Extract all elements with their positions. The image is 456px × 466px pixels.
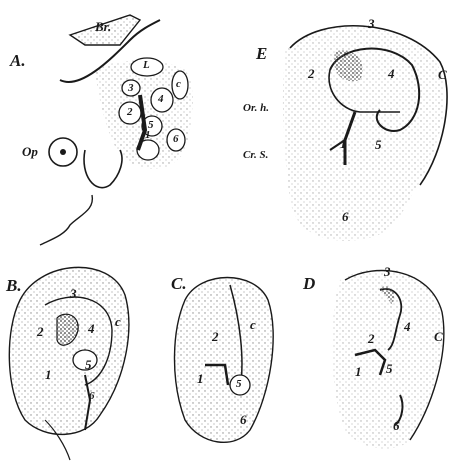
panel-e-orh-label: Or. h. xyxy=(243,103,269,114)
panel-e-letter: E xyxy=(256,45,267,62)
panel-a-3-label: 3 xyxy=(128,83,134,94)
panel-a-br-label: Br. xyxy=(95,20,111,33)
panel-e-1-label: 1 xyxy=(340,137,347,150)
panel-c-c-label: c xyxy=(250,318,256,331)
panel-e-c-label: C xyxy=(438,68,447,81)
panel-a-letter: A. xyxy=(10,52,26,69)
panel-e-4-label: 4 xyxy=(388,67,395,80)
panel-a-6-label: 6 xyxy=(173,134,179,145)
panel-c-letter: C. xyxy=(171,275,187,292)
panel-c-2-label: 2 xyxy=(212,330,219,343)
panel-b-6-label: 6 xyxy=(89,391,95,402)
panel-b-c-label: c xyxy=(115,315,121,328)
panel-a-drawing xyxy=(40,15,193,245)
panel-b-5-label: 5 xyxy=(85,358,92,371)
panel-c-drawing xyxy=(174,278,273,443)
panel-c-6-label: 6 xyxy=(240,413,247,426)
panel-a-4-label: 4 xyxy=(158,94,164,105)
panel-a-1-label: 1 xyxy=(145,130,151,141)
panel-e-2-label: 2 xyxy=(308,67,315,80)
panel-d-drawing xyxy=(332,269,444,449)
panel-e-drawing xyxy=(283,26,447,241)
panel-b-2-label: 2 xyxy=(37,325,44,338)
panel-d-6-label: 6 xyxy=(393,419,400,432)
panel-e-crs-label: Cr. S. xyxy=(243,150,268,161)
panel-d-letter: D xyxy=(303,275,315,292)
panel-c-5-label: 5 xyxy=(236,379,242,390)
panel-b-3-label: 3 xyxy=(70,287,77,300)
panel-a-2-label: 2 xyxy=(127,107,133,118)
panel-b-4-label: 4 xyxy=(88,322,95,335)
panel-c-1-label: 1 xyxy=(197,372,204,385)
panel-e-6-label: 6 xyxy=(342,210,349,223)
panel-d-5-label: 5 xyxy=(386,362,393,375)
panel-d-3-label: 3 xyxy=(384,265,391,278)
panel-b-1-label: 1 xyxy=(45,368,52,381)
panel-a-c-label: c xyxy=(176,79,181,90)
panel-d-2-label: 2 xyxy=(368,332,375,345)
panel-a-op-label: Op xyxy=(22,145,38,158)
panel-d-4-label: 4 xyxy=(404,320,411,333)
panel-e-3-label: 3 xyxy=(368,17,375,30)
panel-b-letter: B. xyxy=(6,277,22,294)
panel-e-5-label: 5 xyxy=(375,138,382,151)
panel-d-1-label: 1 xyxy=(355,365,362,378)
panel-d-c-label: C xyxy=(434,330,443,343)
panel-a-l-label: L xyxy=(143,60,150,71)
